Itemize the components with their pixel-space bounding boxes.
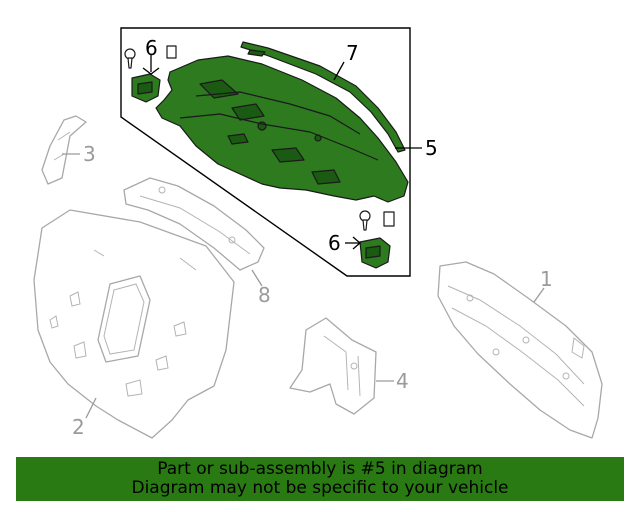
callout-6-upper: 6 <box>145 36 158 60</box>
callout-6-lower: 6 <box>328 231 341 255</box>
callout-7: 7 <box>346 41 359 65</box>
callout-2: 2 <box>72 415 85 439</box>
part-1-rear-panel[interactable] <box>437 261 603 439</box>
callout-3: 3 <box>83 142 96 166</box>
part-3-bracket[interactable] <box>41 115 87 185</box>
part-5-package-tray[interactable] <box>155 55 409 203</box>
part-2-bulkhead[interactable] <box>33 209 235 439</box>
parts-diagram: 6 7 5 6 3 8 2 4 1 <box>33 27 603 439</box>
callout-5: 5 <box>425 136 438 160</box>
part-4-support[interactable] <box>289 317 377 415</box>
part-6-clip-upper[interactable] <box>124 45 177 103</box>
callout-1: 1 <box>540 267 553 291</box>
callout-8: 8 <box>258 283 271 307</box>
banner-line-disclaimer: Diagram may not be specific to your vehi… <box>131 478 509 498</box>
callout-4: 4 <box>396 369 409 393</box>
part-8-reinforcement[interactable] <box>123 177 265 271</box>
banner-line-part: Part or sub-assembly is #5 in diagram <box>157 459 483 479</box>
part-6-clip-lower[interactable] <box>359 210 395 269</box>
part-7-trim-strip[interactable] <box>240 41 406 153</box>
info-banner: Part or sub-assembly is #5 in diagram Di… <box>16 457 624 501</box>
